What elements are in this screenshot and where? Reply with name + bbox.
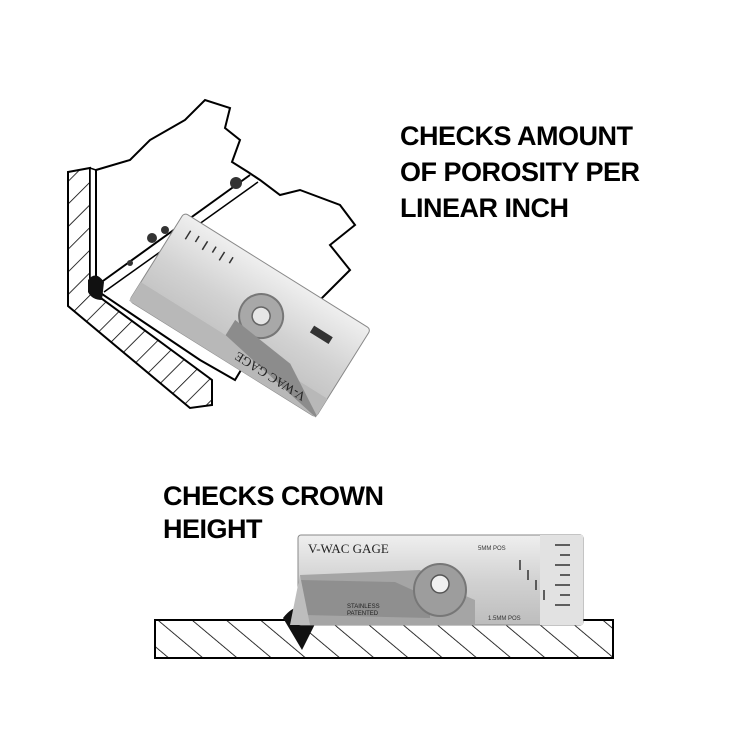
gage-bottom-scale-label-2: 1.5MM POS xyxy=(488,616,521,622)
porosity-caption: CHECKS AMOUNT OF POROSITY PER LINEAR INC… xyxy=(400,118,730,226)
gage-bottom: V-WAC GAGE 5MM POS 1.5MM POS STAINLESS P… xyxy=(290,534,584,626)
porosity-caption-line-2: OF POROSITY PER xyxy=(400,157,640,187)
crown-height-caption: CHECKS CROWN HEIGHT xyxy=(163,480,463,546)
gage-top: V-WAC GAGE xyxy=(129,213,370,418)
vertical-plate xyxy=(67,166,213,410)
gage-bottom-label: V-WAC GAGE xyxy=(308,541,389,556)
crown-height-caption-line-2: HEIGHT xyxy=(163,514,263,544)
gage-bottom-stamp-2: PATENTED xyxy=(347,611,379,617)
porosity-caption-line-1: CHECKS AMOUNT xyxy=(400,121,633,151)
gage-bottom-stamp-1: STAINLESS xyxy=(347,604,380,610)
crown-height-caption-line-1: CHECKS CROWN xyxy=(163,481,384,511)
weld-fillet xyxy=(88,275,104,300)
fillet-weld-illustration: V-WAC GAGE xyxy=(67,98,370,418)
butt-weld-illustration: V-WAC GAGE 5MM POS 1.5MM POS STAINLESS P… xyxy=(154,534,614,659)
gage-bottom-scale-label: 5MM POS xyxy=(478,546,506,552)
base-plate xyxy=(154,619,614,659)
porosity-caption-line-3: LINEAR INCH xyxy=(400,193,569,223)
